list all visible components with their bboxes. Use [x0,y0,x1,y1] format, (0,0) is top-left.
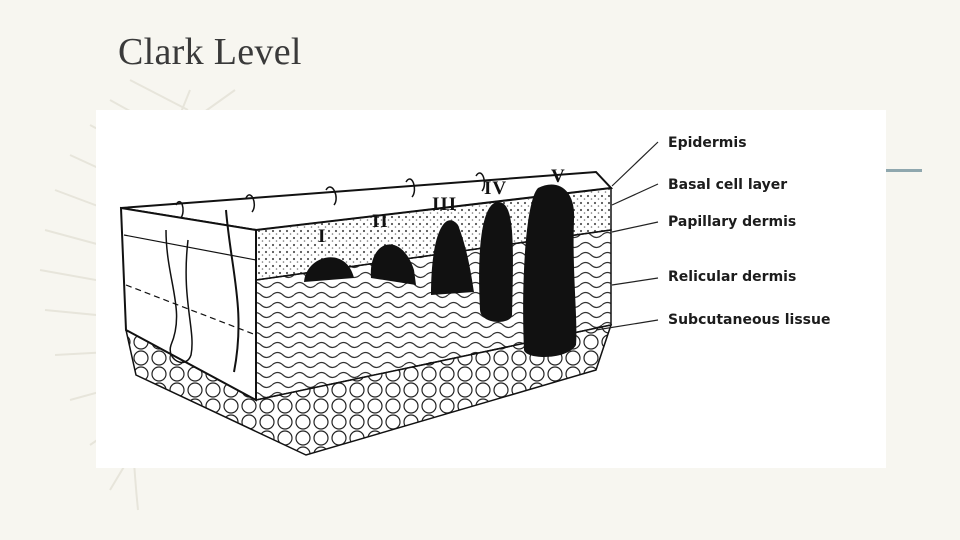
tumor-level-4 [479,202,513,322]
tumor-level-3 [431,220,474,295]
tissue-block [119,170,614,456]
slide-title: Clark Level [118,31,302,73]
basal-cell-layer-label: Basal cell layer [668,177,788,193]
papillary-dermis-label: Papillary dermis [668,214,797,230]
epidermis-label: Epidermis [668,135,747,151]
reticular-dermis-label: Relicular dermis [668,269,797,285]
clark-level-4-label: IV [484,178,508,199]
clark-level-2-label: II [372,211,389,232]
clark-level-5-label: V [551,166,566,187]
tumor-level-1 [304,257,354,282]
tumor-invasion-shapes [304,184,577,357]
tumor-level-2 [370,244,416,285]
skin-cross-section [119,141,659,456]
subcutaneous-tissue-label: Subcutaneous lissue [668,312,831,328]
tumor-level-5 [523,184,577,357]
clark-level-3-label: III [432,194,458,215]
label-leader-lines [595,141,659,331]
clark-level-diagram: I II III IV V Epidermis Basal cell layer… [96,110,886,468]
accent-line [884,169,922,172]
clark-level-1-label: I [318,226,327,247]
